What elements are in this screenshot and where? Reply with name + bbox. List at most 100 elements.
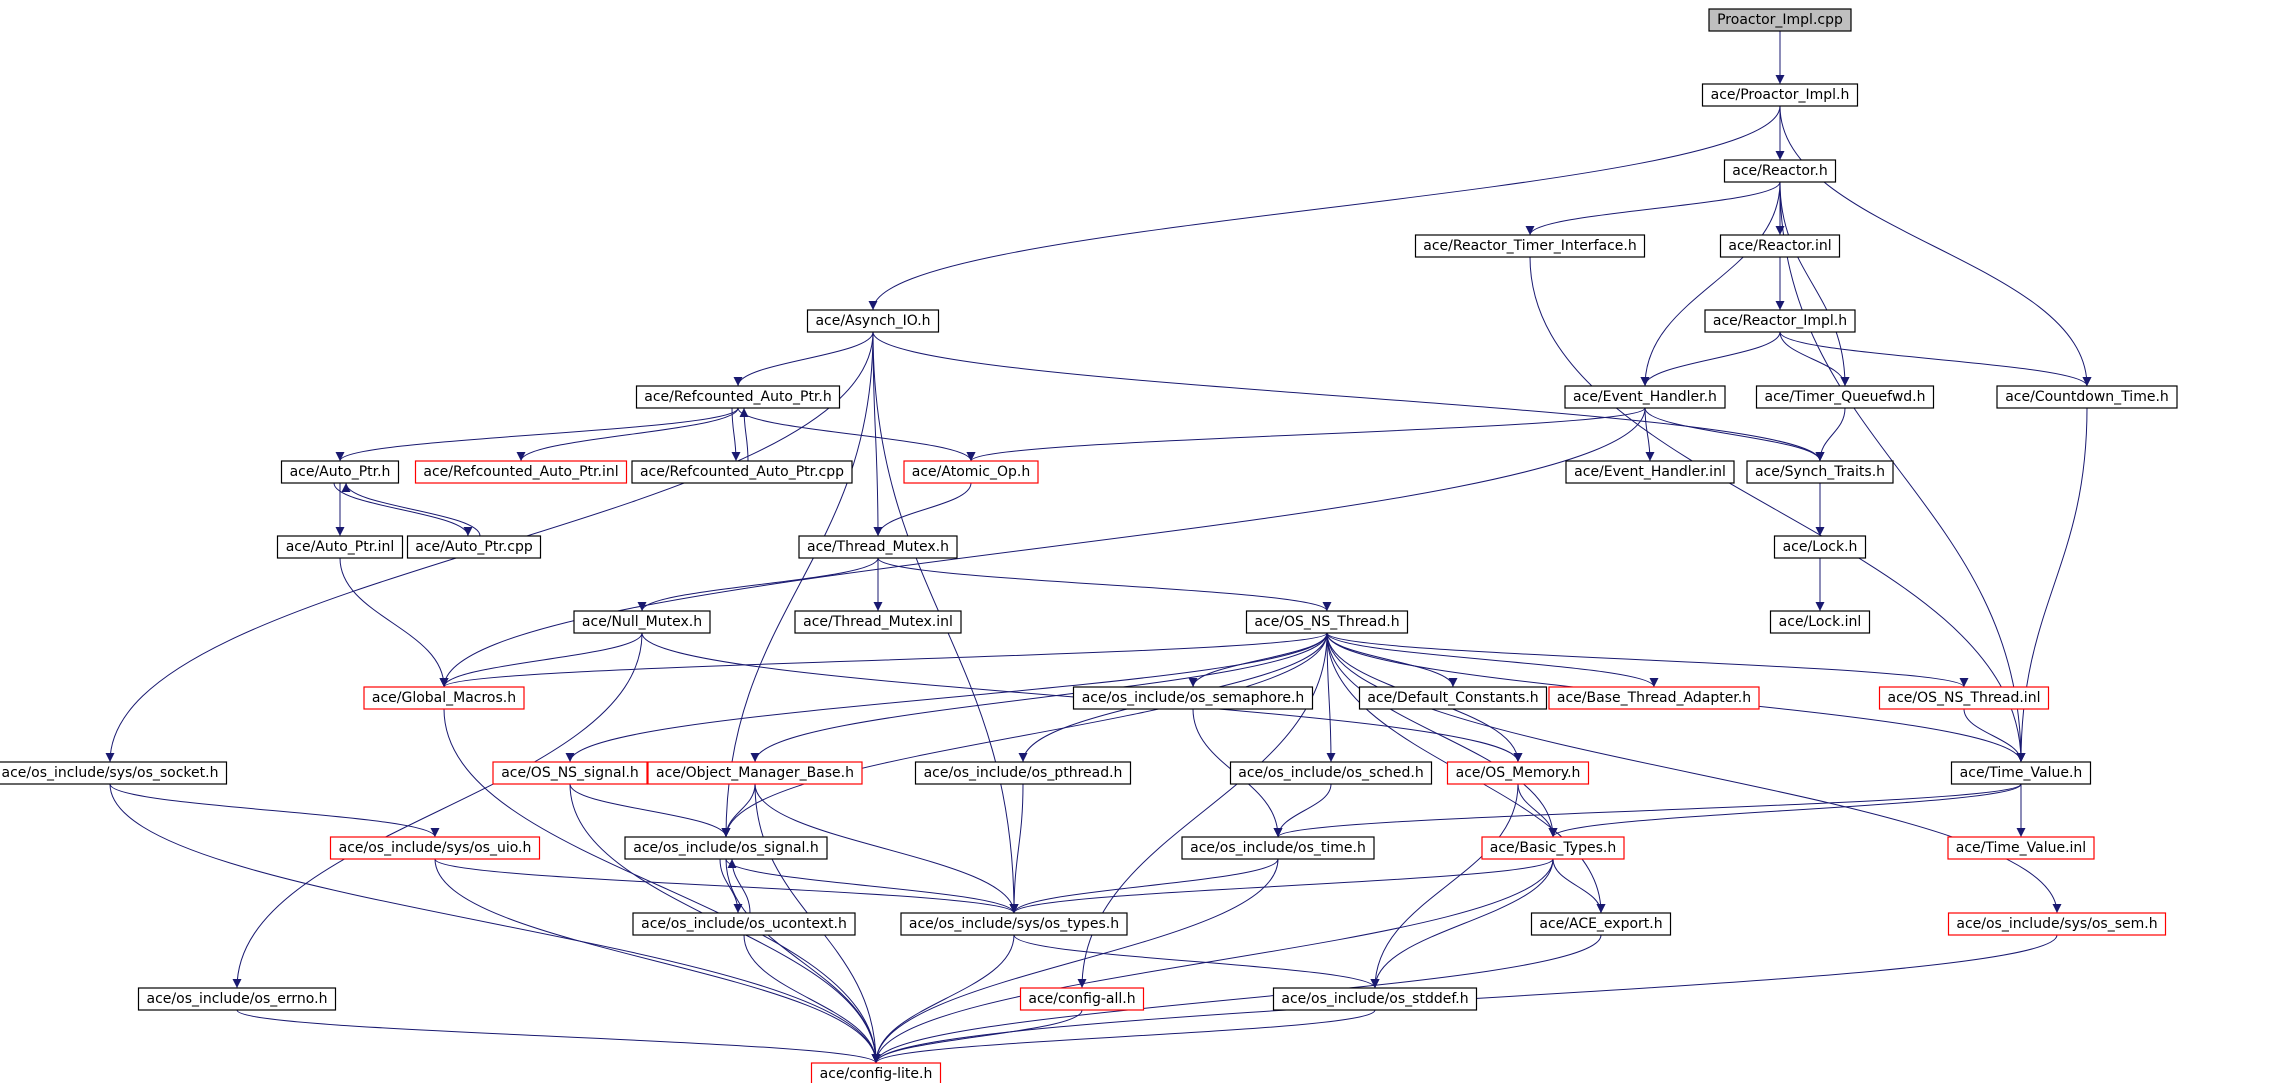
- node-lock-inl[interactable]: ace/Lock.inl: [1769, 610, 1871, 634]
- node-box: [1746, 460, 1894, 484]
- node-label: ace/ACE_export.h: [1539, 916, 1662, 932]
- node-os-ns-thread-inl[interactable]: ace/OS_NS_Thread.inl: [1878, 686, 2050, 710]
- node-box: [631, 460, 853, 484]
- node-box: [1181, 836, 1375, 860]
- node-refcounted-h[interactable]: ace/Refcounted_Auto_Ptr.h: [635, 385, 841, 409]
- edge-os-signal-to-os-types: [725, 858, 1019, 914]
- node-os-ucontext[interactable]: ace/os_include/os_ucontext.h: [632, 912, 856, 936]
- node-box: [276, 535, 404, 559]
- node-refcounted-cpp[interactable]: ace/Refcounted_Auto_Ptr.cpp: [631, 460, 853, 484]
- node-label: ace/os_include/os_errno.h: [147, 991, 328, 1007]
- edge-asynch-io-to-os-signal: [721, 331, 874, 838]
- node-box: [900, 912, 1128, 936]
- node-label: ace/Event_Handler.h: [1573, 389, 1717, 405]
- node-reactor-impl[interactable]: ace/Reactor_Impl.h: [1704, 309, 1856, 333]
- node-config-lite[interactable]: ace/config-lite.h: [810, 1062, 942, 1083]
- node-event-handler-inl[interactable]: ace/Event_Handler.inl: [1565, 460, 1735, 484]
- node-reactor-timer-if[interactable]: ace/Reactor_Timer_Interface.h: [1414, 234, 1646, 258]
- node-proactor-h[interactable]: ace/Proactor_Impl.h: [1701, 83, 1859, 107]
- node-event-handler-h[interactable]: ace/Event_Handler.h: [1564, 385, 1726, 409]
- node-label: ace/Countdown_Time.h: [2005, 389, 2169, 405]
- edge-os-uio-to-config-lite: [434, 858, 881, 1064]
- node-label: ace/Auto_Ptr.inl: [286, 539, 395, 555]
- node-os-time[interactable]: ace/os_include/os_time.h: [1181, 836, 1375, 860]
- node-auto-ptr-h[interactable]: ace/Auto_Ptr.h: [280, 460, 400, 484]
- node-null-mutex[interactable]: ace/Null_Mutex.h: [573, 610, 711, 634]
- node-box: [1769, 610, 1871, 634]
- edge-global-macros-to-config-lite: [443, 708, 881, 1064]
- node-thread-mutex-h[interactable]: ace/Thread_Mutex.h: [798, 535, 958, 559]
- node-os-types[interactable]: ace/os_include/sys/os_types.h: [900, 912, 1128, 936]
- node-proactor-cpp[interactable]: Proactor_Impl.cpp: [1708, 8, 1852, 32]
- edge-os-signal-to-os-ucontext: [719, 858, 743, 914]
- node-box: [647, 761, 863, 785]
- node-box: [1947, 912, 2167, 936]
- node-os-memory[interactable]: ace/OS_Memory.h: [1446, 761, 1590, 785]
- node-countdown-time[interactable]: ace/Countdown_Time.h: [1996, 385, 2178, 409]
- node-atomic-op[interactable]: ace/Atomic_Op.h: [903, 460, 1039, 484]
- node-label: ace/Lock.inl: [1779, 614, 1862, 630]
- node-time-value-inl[interactable]: ace/Time_Value.inl: [1947, 836, 2095, 860]
- node-os-sched[interactable]: ace/os_include/os_sched.h: [1229, 761, 1433, 785]
- node-os-ns-thread-h[interactable]: ace/OS_NS_Thread.h: [1245, 610, 1409, 634]
- node-os-pthread[interactable]: ace/os_include/os_pthread.h: [914, 761, 1132, 785]
- node-time-value-h[interactable]: ace/Time_Value.h: [1950, 761, 2092, 785]
- node-ace-export[interactable]: ace/ACE_export.h: [1530, 912, 1672, 936]
- node-reactor-inl[interactable]: ace/Reactor.inl: [1719, 234, 1841, 258]
- node-box: [1481, 836, 1625, 860]
- node-os-uio[interactable]: ace/os_include/sys/os_uio.h: [329, 836, 541, 860]
- node-os-signal[interactable]: ace/os_include/os_signal.h: [624, 836, 828, 860]
- node-auto-ptr-inl[interactable]: ace/Auto_Ptr.inl: [276, 535, 404, 559]
- nodes-layer: Proactor_Impl.cpp ace/Proactor_Impl.h ace/…: [0, 8, 2178, 1083]
- edge-os-time-to-config-lite: [871, 858, 1279, 1064]
- edge-os-ns-thread-h-to-base-thread-adapter: [1326, 632, 1659, 688]
- edge-os-uio-to-os-types: [434, 858, 1019, 914]
- edge-auto-ptr-inl-to-global-macros: [339, 557, 449, 688]
- edge-os-types-to-os-stddef: [1013, 934, 1380, 989]
- node-label: ace/os_include/os_sched.h: [1238, 765, 1423, 781]
- edge-ace-export-to-config-lite: [871, 934, 1602, 1064]
- node-basic-types[interactable]: ace/Basic_Types.h: [1481, 836, 1625, 860]
- node-os-ns-signal[interactable]: ace/OS_NS_signal.h: [492, 761, 648, 785]
- node-os-socket[interactable]: ace/os_include/sys/os_socket.h: [0, 761, 228, 785]
- node-os-errno[interactable]: ace/os_include/os_errno.h: [137, 987, 337, 1011]
- edge-os-ns-thread-h-to-os-ns-signal: [565, 632, 1328, 763]
- node-reactor-h[interactable]: ace/Reactor.h: [1723, 159, 1837, 183]
- edge-basic-types-to-ace-export: [1552, 858, 1606, 914]
- node-refcounted-inl[interactable]: ace/Refcounted_Auto_Ptr.inl: [414, 460, 628, 484]
- edge-reactor-h-to-event-handler-h: [1640, 181, 1781, 387]
- node-box: [1358, 686, 1548, 710]
- edge-time-value-h-to-basic-types: [1548, 783, 2022, 838]
- node-base-thread-adapter[interactable]: ace/Base_Thread_Adapter.h: [1548, 686, 1760, 710]
- node-os-sem[interactable]: ace/os_include/sys/os_sem.h: [1947, 912, 2167, 936]
- node-lock-h[interactable]: ace/Lock.h: [1773, 535, 1867, 559]
- node-box: [363, 686, 525, 710]
- node-label: ace/os_include/sys/os_sem.h: [1956, 916, 2157, 932]
- edge-reactor-h-to-time-value-h: [1779, 181, 2026, 763]
- node-box: [573, 610, 711, 634]
- node-box: [1950, 761, 2092, 785]
- node-label: ace/Null_Mutex.h: [582, 614, 702, 630]
- edge-os-socket-to-os-uio: [109, 783, 440, 838]
- node-default-constants[interactable]: ace/Default_Constants.h: [1358, 686, 1548, 710]
- node-config-all[interactable]: ace/config-all.h: [1019, 987, 1145, 1011]
- node-box: [632, 912, 856, 936]
- edge-os-ns-thread-h-to-default-constants: [1326, 632, 1458, 688]
- node-global-macros[interactable]: ace/Global_Macros.h: [363, 686, 525, 710]
- node-label: ace/Default_Constants.h: [1367, 690, 1538, 706]
- node-label: ace/os_include/os_semaphore.h: [1082, 690, 1305, 706]
- edge-atomic-op-to-thread-mutex-h: [873, 482, 972, 537]
- node-os-semaphore[interactable]: ace/os_include/os_semaphore.h: [1072, 686, 1314, 710]
- node-timer-queuefwd[interactable]: ace/Timer_Queuefwd.h: [1755, 385, 1935, 409]
- node-thread-mutex-inl[interactable]: ace/Thread_Mutex.inl: [794, 610, 962, 634]
- node-synch-traits[interactable]: ace/Synch_Traits.h: [1746, 460, 1894, 484]
- node-auto-ptr-cpp[interactable]: ace/Auto_Ptr.cpp: [406, 535, 542, 559]
- node-object-manager-base[interactable]: ace/Object_Manager_Base.h: [647, 761, 863, 785]
- node-asynch-io[interactable]: ace/Asynch_IO.h: [806, 309, 940, 333]
- edge-proactor-h-to-asynch-io: [868, 105, 1781, 311]
- node-os-stddef[interactable]: ace/os_include/os_stddef.h: [1272, 987, 1478, 1011]
- edge-reactor-h-to-timer-queuefwd: [1779, 181, 1850, 387]
- edge-os-socket-to-config-lite: [109, 783, 881, 1064]
- node-label: ace/Global_Macros.h: [372, 690, 516, 706]
- edge-os-ns-thread-h-to-object-manager-base: [750, 632, 1328, 763]
